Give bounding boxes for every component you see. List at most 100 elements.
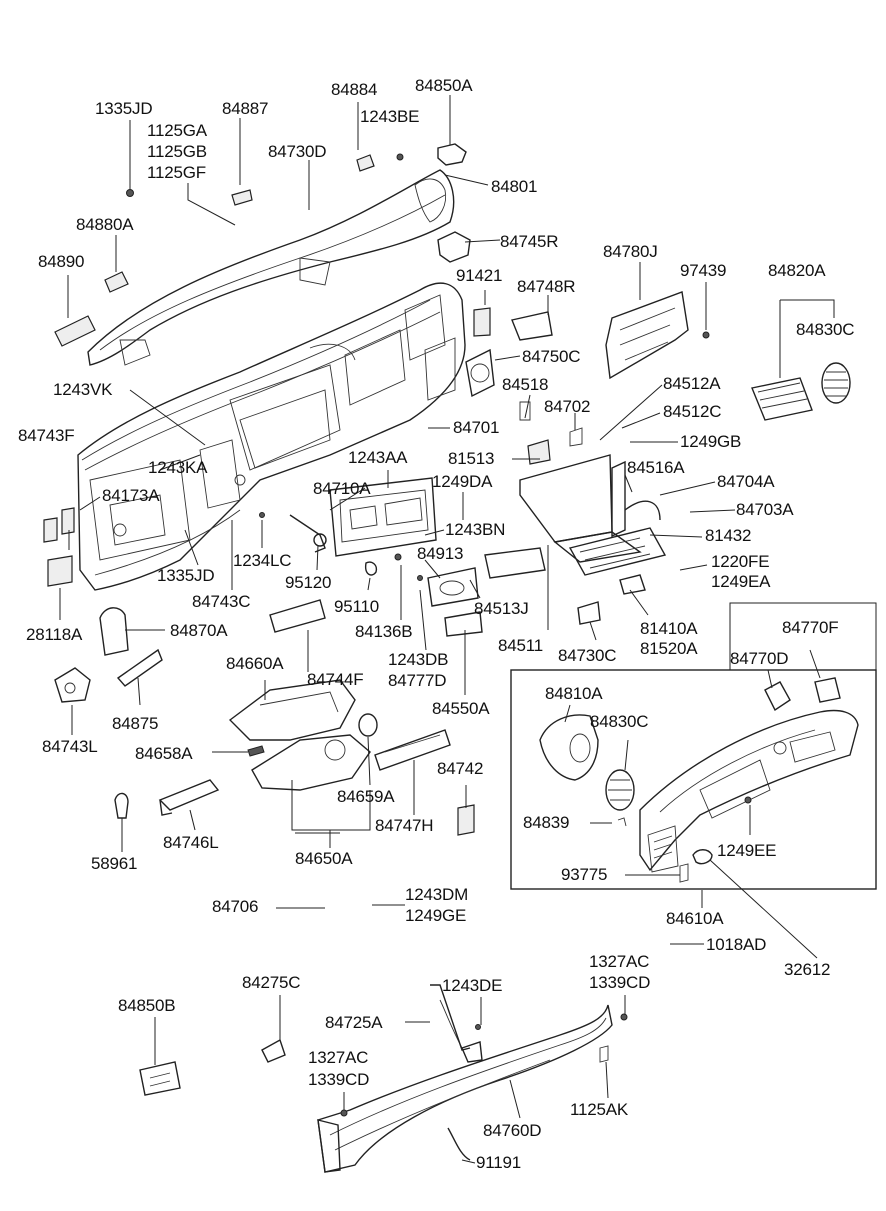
cluster-facia — [539, 677, 859, 883]
part-label: 1327AC — [308, 1048, 369, 1067]
part-label: 84913 — [417, 544, 464, 563]
part-label: 1243AA — [348, 448, 408, 467]
part-label: 1243BN — [445, 520, 506, 539]
center-parts — [259, 477, 483, 637]
part-label: 1335JD — [157, 566, 215, 585]
part-label: 84870A — [170, 621, 228, 640]
part-label: 84750C — [522, 347, 581, 366]
part-label: 84730C — [558, 646, 617, 665]
part-label: 1125AK — [570, 1100, 629, 1119]
glove-box-parts — [484, 401, 667, 625]
part-label: 84275C — [242, 973, 301, 992]
part-label: 1220FE — [711, 552, 770, 571]
part-label: 84780J — [603, 242, 658, 261]
part-label: 1339CD — [308, 1070, 370, 1089]
part-label: 84610A — [666, 909, 724, 928]
part-label: 84770F — [782, 618, 839, 637]
part-label: 84725A — [325, 1013, 383, 1032]
lower-left-brackets — [114, 779, 475, 836]
part-label: 84760D — [483, 1121, 542, 1140]
part-label: 84850A — [415, 76, 473, 95]
part-label: 84748R — [517, 277, 576, 296]
part-label: 84801 — [491, 177, 538, 196]
side-vents — [751, 362, 851, 421]
part-label: 84703A — [736, 500, 794, 519]
part-label: 32612 — [784, 960, 831, 979]
dashboard-main-body — [77, 282, 466, 591]
part-label: 84173A — [102, 486, 160, 505]
part-label: 84875 — [112, 714, 159, 733]
part-label: 1249GE — [405, 906, 467, 925]
part-label: 84744F — [307, 670, 364, 689]
part-label: 1243VK — [53, 380, 113, 399]
bracket-84780j — [605, 291, 689, 380]
part-label: 81410A — [640, 619, 698, 638]
part-label: 84890 — [38, 252, 85, 271]
part-label: 1243KA — [148, 458, 208, 477]
crash-pad-cover — [87, 169, 455, 366]
part-label: 1125GA — [147, 121, 207, 140]
part-label: 28118A — [26, 625, 83, 644]
part-label: 84518 — [502, 375, 549, 394]
part-label: 93775 — [561, 865, 608, 884]
part-label: 81513 — [448, 449, 495, 468]
part-label: 84747H — [375, 816, 434, 835]
part-label: 84512C — [663, 402, 722, 421]
part-label: 84830C — [796, 320, 855, 339]
part-label: 1249EA — [711, 572, 771, 591]
part-label: 84743L — [42, 737, 98, 756]
part-label: 95110 — [334, 597, 380, 616]
part-label: 58961 — [91, 854, 138, 873]
leader-lines — [59, 95, 835, 1164]
part-label: 1327AC — [589, 952, 650, 971]
part-label: 84658A — [135, 744, 193, 763]
part-label: 84513J — [474, 599, 529, 618]
part-label: 1339CD — [589, 973, 651, 992]
part-label: 1243DM — [405, 885, 469, 904]
part-label: 84701 — [453, 418, 500, 437]
part-label: 84659A — [337, 787, 395, 806]
part-label: 84702 — [544, 397, 591, 416]
part-label: 84743F — [18, 426, 75, 445]
part-label: 84743C — [192, 592, 251, 611]
part-label: 1335JD — [95, 99, 153, 118]
cowl-cross-bar — [139, 984, 628, 1173]
part-label: 84742 — [437, 759, 484, 778]
part-label: 84550A — [432, 699, 490, 718]
part-label: 95120 — [285, 573, 332, 592]
part-label: 84706 — [212, 897, 259, 916]
part-label: 84512A — [663, 374, 721, 393]
left-small-parts — [43, 507, 163, 703]
cluster-facia-box — [510, 669, 877, 890]
part-label: 84820A — [768, 261, 826, 280]
part-label: 1125GB — [147, 142, 207, 161]
part-label: 97439 — [680, 261, 727, 280]
part-label: 84887 — [222, 99, 269, 118]
part-label: 1249GB — [680, 432, 742, 451]
part-label: 84850B — [118, 996, 176, 1015]
part-label: 84511 — [498, 636, 544, 655]
part-label: 84830C — [590, 712, 649, 731]
part-label: 84710A — [313, 479, 371, 498]
part-label: 1234LC — [233, 551, 292, 570]
part-label: 91421 — [456, 266, 503, 285]
part-label: 91191 — [476, 1153, 522, 1172]
part-label: 84880A — [76, 215, 134, 234]
part-label: 1243BE — [360, 107, 420, 126]
top-small-parts — [54, 143, 553, 398]
part-label: 84810A — [545, 684, 603, 703]
part-label: 1125GF — [147, 163, 206, 182]
part-label: 84704A — [717, 472, 775, 491]
part-label: 1249EE — [717, 841, 777, 860]
part-label: 84136B — [355, 622, 413, 641]
part-label: 84777D — [388, 671, 447, 690]
part-label: 1243DE — [442, 976, 503, 995]
part-label: 84839 — [523, 813, 570, 832]
part-label: 84746L — [163, 833, 219, 852]
part-label: 81520A — [640, 639, 698, 658]
part-label: 1018AD — [706, 935, 767, 954]
part-label: 84730D — [268, 142, 327, 161]
part-label: 84516A — [627, 458, 685, 477]
